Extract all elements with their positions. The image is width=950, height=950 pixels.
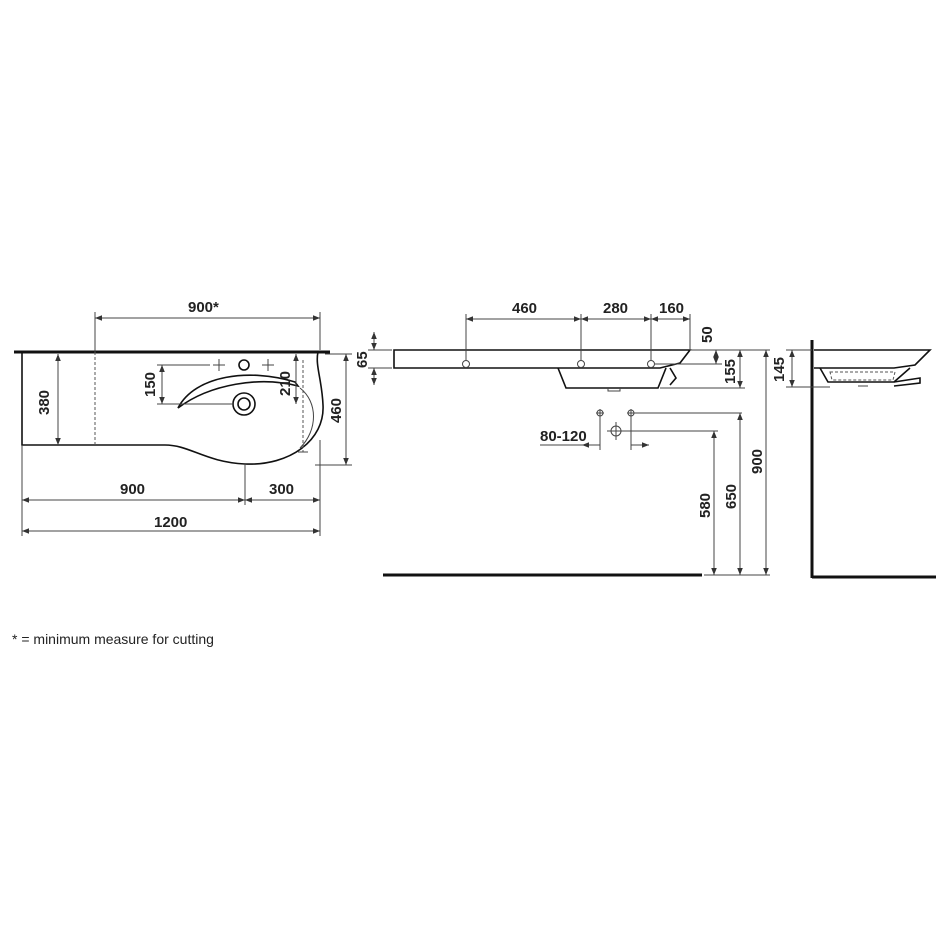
- dim-50: 50: [699, 326, 716, 343]
- dim-145: 145: [771, 357, 788, 382]
- dim-300: 300: [269, 481, 294, 498]
- dim-210: 210: [277, 371, 294, 396]
- dim-65: 65: [354, 351, 371, 368]
- dim-155: 155: [722, 359, 739, 384]
- dim-650: 650: [723, 484, 740, 509]
- dim-580: 580: [697, 493, 714, 518]
- dim-1200: 1200: [154, 514, 187, 531]
- side-view: 145: [771, 340, 936, 579]
- dim-380: 380: [36, 390, 53, 415]
- footnote: * = minimum measure for cutting: [12, 631, 214, 647]
- dim-80-120: 80-120: [540, 428, 587, 445]
- dim-900-bottom: 900: [120, 481, 145, 498]
- dim-150: 150: [142, 372, 159, 397]
- top-view: 900* 380 150 210 460 900 300 1200: [14, 299, 352, 536]
- dim-280: 280: [603, 300, 628, 317]
- dim-460-top: 460: [328, 398, 345, 423]
- front-view: 460 280 160 50 65 155 80-120 580 650 900: [354, 300, 770, 577]
- dim-900-star: 900*: [188, 299, 219, 316]
- dim-460: 460: [512, 300, 537, 317]
- dim-900-height: 900: [749, 449, 766, 474]
- dim-160: 160: [659, 300, 684, 317]
